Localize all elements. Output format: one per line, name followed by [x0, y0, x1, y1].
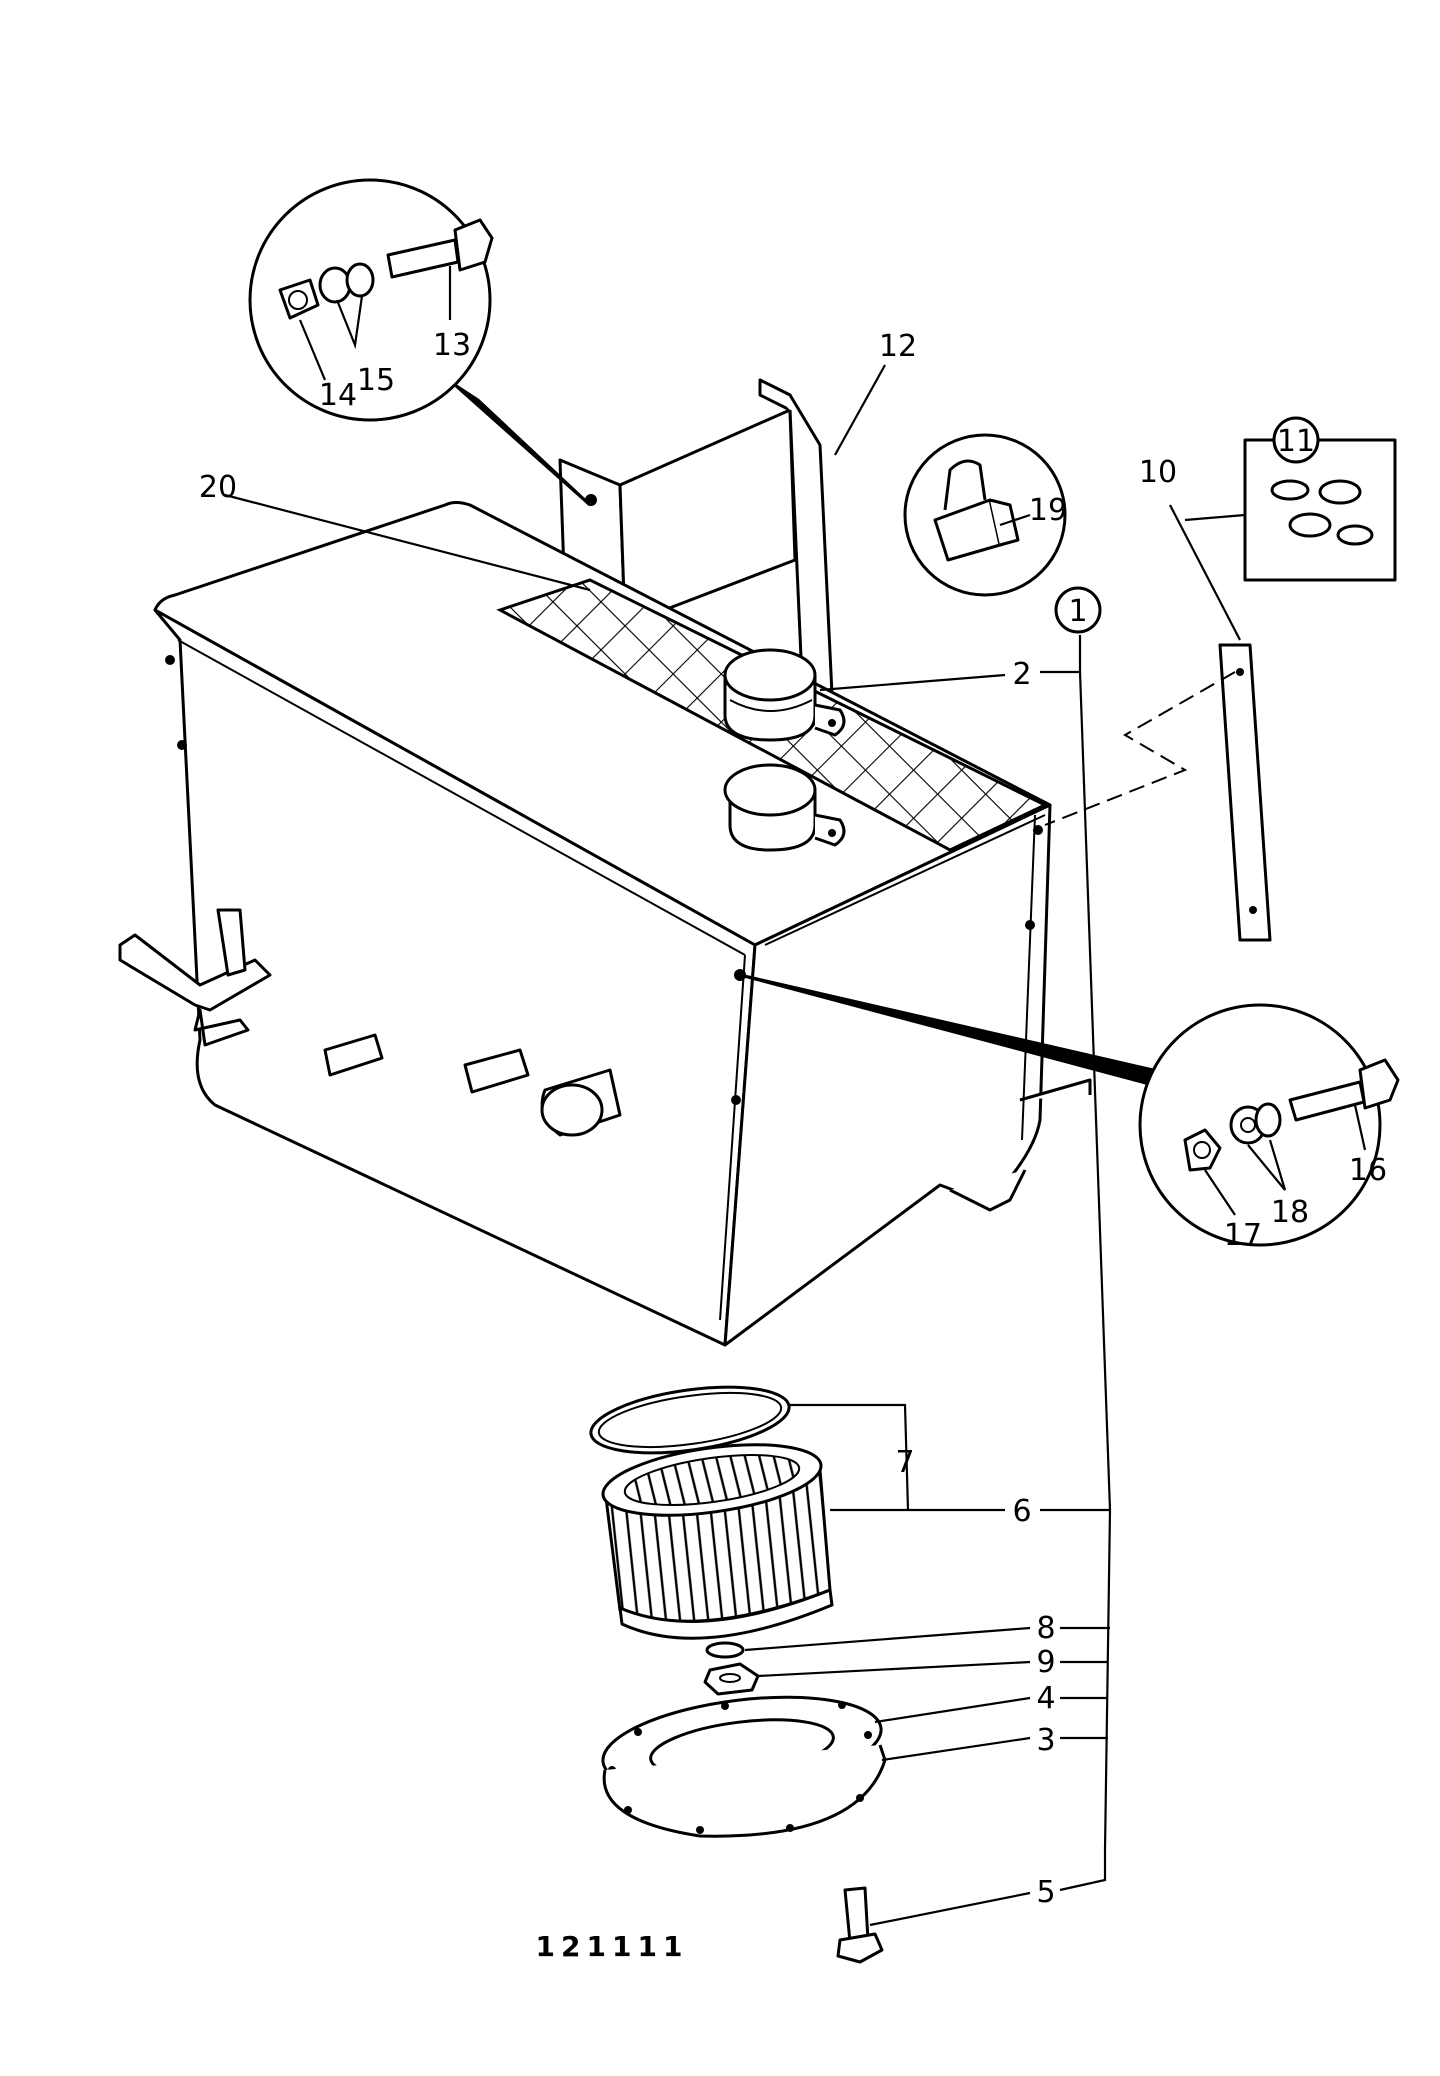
strap — [1218, 643, 1272, 942]
callout-4: 4 — [1036, 1681, 1055, 1716]
callout-18: 18 — [1271, 1195, 1309, 1230]
callout-13: 13 — [433, 328, 471, 363]
callout-5: 5 — [1036, 1875, 1055, 1910]
callout-8: 8 — [1036, 1611, 1055, 1646]
callout-12: 12 — [879, 329, 917, 364]
padlock-detail — [903, 433, 1067, 597]
filter-assembly — [589, 1385, 887, 1964]
callout-17: 17 — [1224, 1218, 1262, 1253]
pipe-fittings — [118, 908, 622, 1137]
callout-labels: 1 2 3 4 5 6 7 8 9 10 11 12 13 14 15 16 1… — [199, 328, 1395, 1963]
filler-caps — [723, 648, 846, 852]
callout-1: 1 — [1068, 594, 1087, 629]
callout-9: 9 — [1036, 1645, 1055, 1680]
callout-10: 10 — [1139, 455, 1177, 490]
callout-circle-1 — [1054, 586, 1102, 634]
figure-code: 121111 — [536, 1930, 689, 1963]
callout-7: 7 — [895, 1445, 914, 1480]
callout-16: 16 — [1349, 1153, 1387, 1188]
callout-2: 2 — [1012, 657, 1031, 692]
seal-kit-box — [1243, 438, 1397, 582]
callout-19: 19 — [1029, 493, 1067, 528]
callout-3: 3 — [1036, 1723, 1055, 1758]
callout-14: 14 — [319, 378, 357, 413]
detail-bolt-set-top — [248, 178, 592, 507]
callout-20: 20 — [199, 470, 237, 505]
callout-6: 6 — [1012, 1494, 1031, 1529]
callout-11: 11 — [1277, 424, 1315, 459]
detail-bolt-set-right — [739, 973, 1400, 1247]
leader-lines — [224, 266, 1367, 1927]
callout-15: 15 — [357, 363, 395, 398]
